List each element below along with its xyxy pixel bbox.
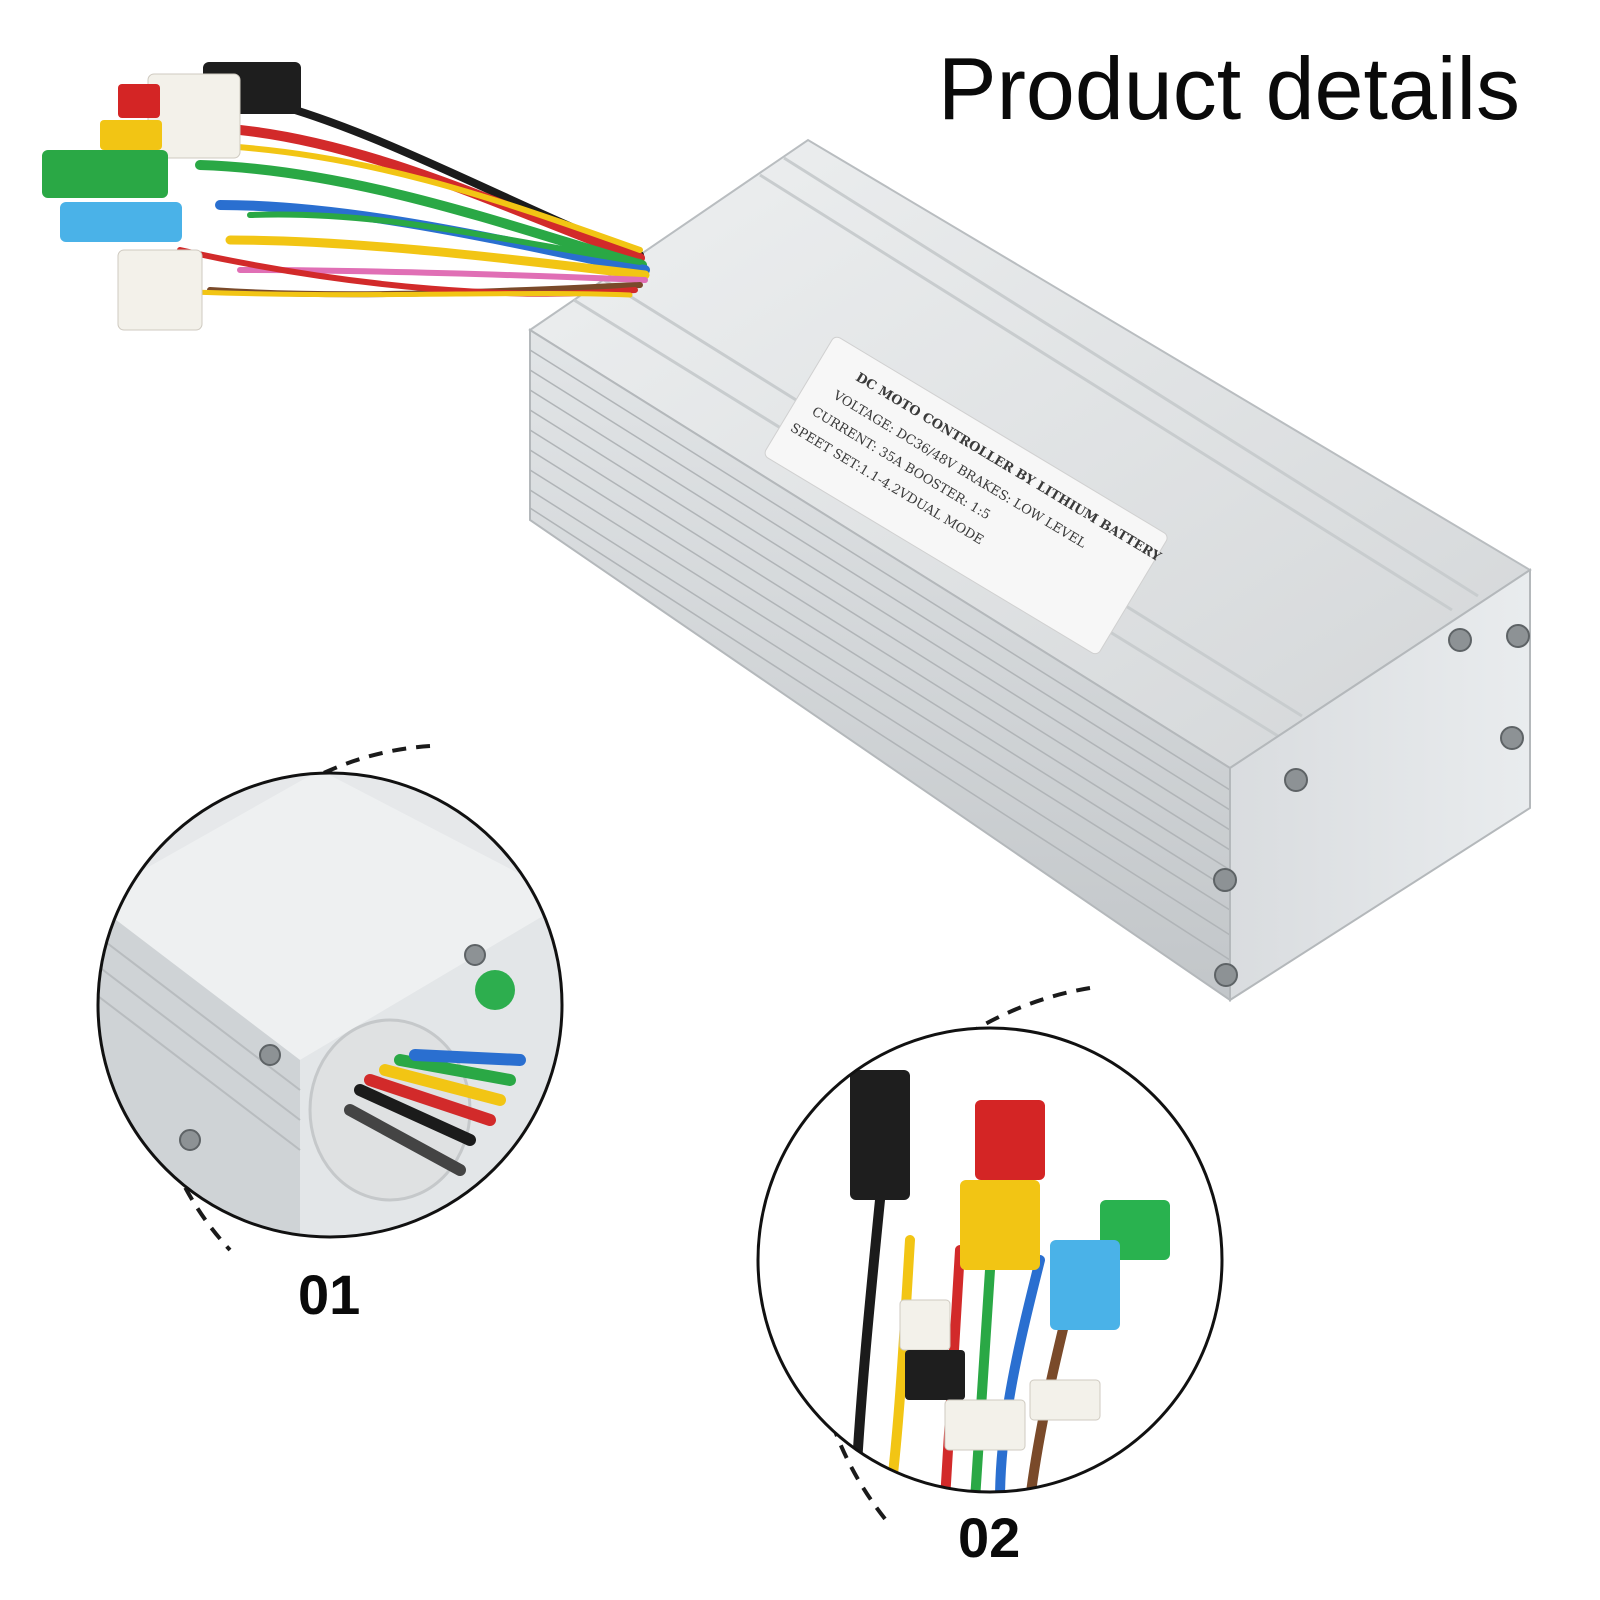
callout-01-number: 01 xyxy=(298,1263,361,1326)
connector-white-a xyxy=(899,1299,951,1351)
connector-yellow-detail xyxy=(960,1180,1040,1270)
connector-red-detail xyxy=(975,1100,1045,1180)
indicator-dot xyxy=(475,970,515,1010)
connector-group xyxy=(42,62,301,331)
connector-yellow xyxy=(100,120,162,150)
connector-red xyxy=(118,84,160,118)
connector-white-b xyxy=(944,1399,1026,1451)
connector-black-small xyxy=(905,1350,965,1400)
connector-blue xyxy=(60,202,182,242)
callout-02-detail-image xyxy=(758,1028,1222,1492)
wire-harness xyxy=(137,96,650,298)
connector-white-c xyxy=(1029,1379,1101,1421)
callout-01-detail-image xyxy=(98,773,562,1237)
callout-02 xyxy=(756,986,1224,1527)
callout-01 xyxy=(96,744,564,1252)
controller-housing: DC MOTO CONTROLLER BY LITHIUM BATTERY VO… xyxy=(528,138,1532,1002)
connector-green xyxy=(42,150,168,198)
page-title: Product details xyxy=(937,39,1520,138)
connector-blue-detail xyxy=(1050,1240,1120,1330)
connector-black-tall xyxy=(850,1070,910,1200)
connector-white-small xyxy=(117,249,203,331)
callout-02-number: 02 xyxy=(958,1506,1021,1569)
